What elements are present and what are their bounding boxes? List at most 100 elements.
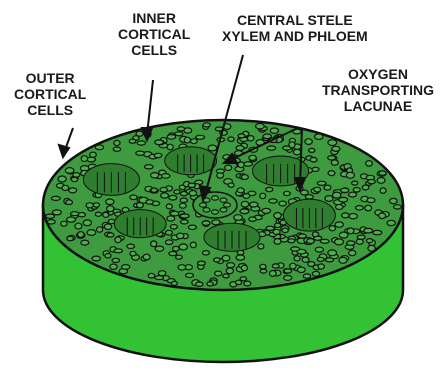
cortical-cell [67, 236, 74, 240]
cortical-cell [179, 244, 187, 250]
cortical-cell [228, 137, 234, 141]
label-line: CENTRAL STELE [222, 12, 368, 28]
cortical-cell [103, 212, 109, 217]
cortical-cell [166, 204, 172, 209]
cortical-cell [284, 191, 291, 195]
cortical-cell [155, 246, 164, 251]
cortical-cell [51, 196, 60, 200]
cortical-cell [151, 188, 157, 192]
cortical-cell [328, 156, 336, 160]
cortical-cell [167, 144, 173, 150]
label-line: LACUNAE [322, 98, 434, 114]
cortical-cell [162, 174, 170, 179]
cortical-cell [238, 134, 245, 138]
cortical-cell [184, 137, 190, 143]
cortical-cell [173, 246, 180, 251]
label-line: OXYGEN [322, 66, 434, 82]
cortical-cell [357, 235, 365, 239]
cortical-cell [188, 183, 195, 187]
cortical-cell [212, 220, 220, 225]
cortical-cell [390, 198, 398, 203]
arrowhead-outer-cortical [59, 145, 69, 157]
cortical-cell [329, 226, 335, 231]
central-stele [193, 192, 237, 218]
cortical-cell [274, 213, 282, 219]
cortical-cell [67, 217, 76, 222]
cortical-cell [310, 157, 317, 162]
cortical-cell [274, 239, 281, 245]
cortical-cell [260, 193, 266, 198]
cortical-cell [297, 267, 305, 272]
cortical-cell [65, 168, 74, 174]
cortical-cell [339, 257, 347, 263]
cortical-cell [284, 276, 292, 281]
cortical-cell [114, 249, 123, 253]
stele-cell [220, 208, 227, 212]
cortical-cell [177, 233, 184, 239]
cortical-cell [61, 221, 67, 226]
cortical-cell [315, 134, 324, 140]
cortical-cell [368, 180, 376, 184]
cortical-cell [196, 282, 203, 286]
cortical-cell [237, 188, 244, 193]
cortical-cell [335, 239, 344, 245]
cortical-cell [333, 192, 341, 198]
cortical-cell [266, 226, 274, 230]
cortical-cell [347, 228, 354, 234]
cortical-cell [244, 162, 253, 166]
cortical-cell [188, 225, 196, 229]
cortical-cell [249, 155, 256, 160]
cortical-cell [107, 233, 114, 237]
cortical-cell [362, 185, 369, 190]
cortical-cell [180, 214, 189, 218]
cortical-cell [273, 229, 280, 234]
cortical-cell [97, 227, 103, 232]
cortical-cell [236, 255, 245, 260]
cortical-cell [318, 264, 324, 269]
cortical-cell [191, 139, 198, 144]
cortical-cell [181, 220, 189, 224]
cortical-cell [267, 146, 276, 150]
cortical-cell [106, 199, 114, 205]
cortical-cell [279, 201, 286, 206]
cortical-cell [312, 271, 319, 276]
cortical-cell [302, 257, 309, 262]
cortical-cell [69, 188, 77, 193]
cortical-cell [170, 225, 177, 230]
cortical-cell [71, 212, 79, 216]
cortical-cell [236, 280, 242, 284]
cortical-cell [336, 205, 344, 210]
cortical-cell [269, 199, 277, 203]
cortical-cell [346, 172, 354, 178]
cortical-cell [367, 198, 375, 203]
cortical-cell [175, 132, 183, 136]
cortical-cell [288, 239, 295, 243]
cortical-cell [127, 244, 135, 248]
cortical-cell [184, 128, 192, 133]
cortical-cell [110, 264, 117, 269]
cortical-cell [105, 254, 111, 258]
cortical-cell [181, 192, 188, 196]
label-line: CORTICAL [118, 26, 190, 42]
cortical-cell [136, 131, 143, 136]
cortical-cell [92, 256, 100, 261]
cortical-cell [186, 273, 194, 277]
cortical-cell [129, 139, 136, 143]
cortical-cell [307, 239, 315, 244]
cortical-cell [289, 142, 295, 148]
cortical-cell [146, 200, 154, 204]
cortical-cell [176, 255, 183, 259]
cortical-cell [240, 209, 249, 214]
cortical-cell [189, 191, 196, 196]
cortical-cell [317, 181, 326, 185]
cortical-cell [166, 230, 173, 235]
cortical-cell [167, 135, 176, 140]
cortical-cell [387, 220, 395, 225]
cortical-cell [71, 177, 77, 181]
cortical-cell [368, 245, 375, 251]
cortical-cell [178, 265, 186, 270]
cortical-cell [272, 264, 279, 268]
cortical-cell [143, 254, 150, 260]
